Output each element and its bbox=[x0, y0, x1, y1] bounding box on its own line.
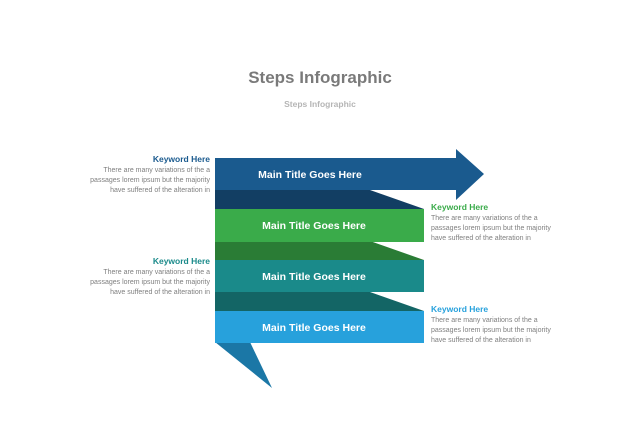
step-band-2 bbox=[215, 209, 424, 242]
fold-3 bbox=[215, 292, 424, 311]
step-keyword-1: Keyword Here bbox=[152, 154, 210, 164]
step-band-3 bbox=[215, 260, 424, 292]
step-keyword-4: Keyword Here bbox=[431, 304, 489, 314]
step-band-4 bbox=[215, 311, 424, 343]
fold-1 bbox=[215, 190, 424, 209]
page-subtitle: Steps Infographic bbox=[284, 99, 356, 109]
step-text-4: There are many variations of the a passa… bbox=[431, 317, 551, 344]
page-title: Steps Infographic bbox=[248, 68, 392, 87]
step-note-2: Keyword Here There are many variations o… bbox=[431, 202, 551, 244]
step-text-1: There are many variations of the a passa… bbox=[90, 167, 210, 194]
step-note-4: Keyword Here There are many variations o… bbox=[431, 304, 551, 346]
step-keyword-2: Keyword Here bbox=[431, 202, 489, 212]
step-label-2: Main Title Goes Here bbox=[262, 220, 366, 232]
step-label-1: Main Title Goes Here bbox=[258, 169, 362, 181]
fold-2 bbox=[215, 241, 424, 260]
step-label-3: Main Title Goes Here bbox=[262, 271, 366, 283]
step-note-3: Keyword Here There are many variations o… bbox=[90, 256, 210, 298]
tail-fold bbox=[215, 342, 272, 388]
step-band-1 bbox=[215, 149, 484, 200]
step-text-2: There are many variations of the a passa… bbox=[431, 215, 551, 242]
step-keyword-3: Keyword Here bbox=[152, 256, 210, 266]
step-text-3: There are many variations of the a passa… bbox=[90, 269, 210, 296]
step-note-1: Keyword Here There are many variations o… bbox=[90, 154, 210, 196]
step-label-4: Main Title Goes Here bbox=[262, 322, 366, 334]
